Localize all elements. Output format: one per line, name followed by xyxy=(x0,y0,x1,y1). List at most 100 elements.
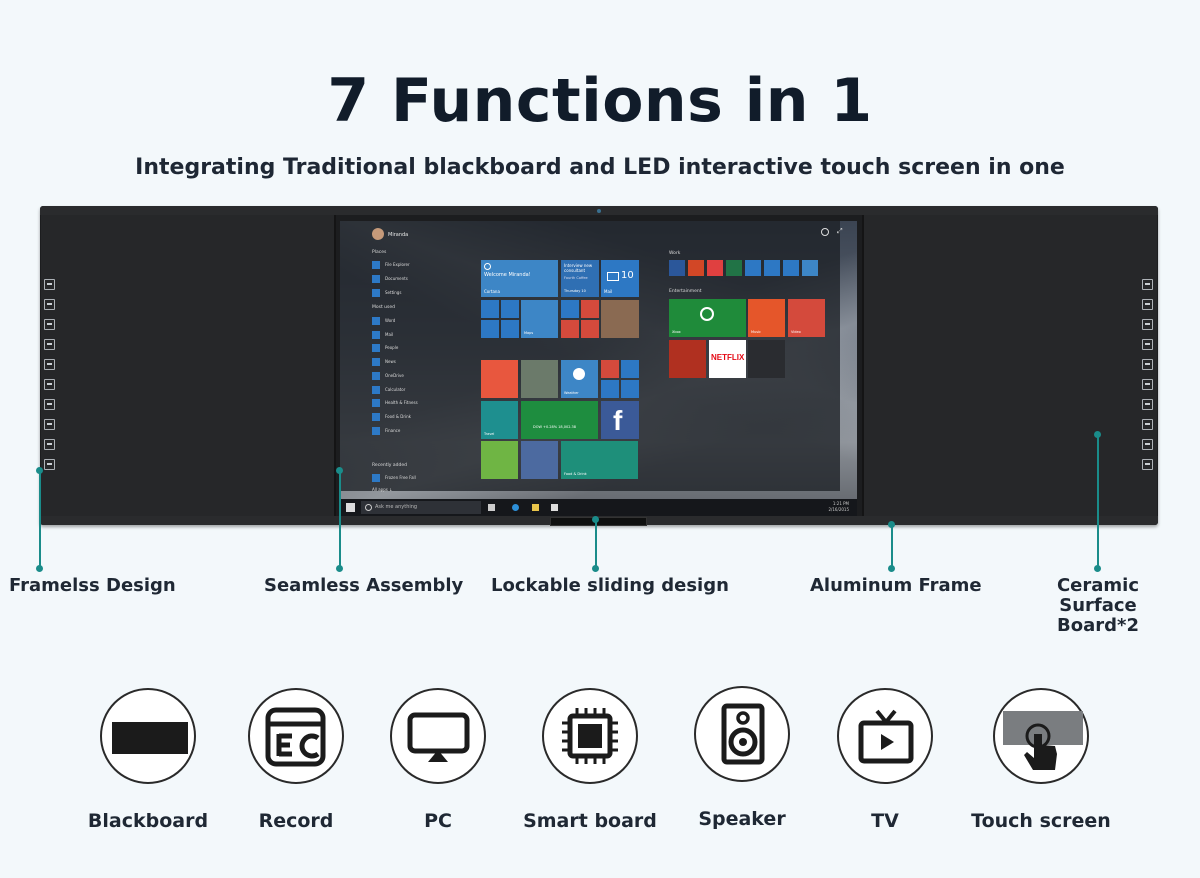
twitter-tile[interactable] xyxy=(501,320,519,338)
news-tile[interactable] xyxy=(601,360,619,378)
list-item[interactable]: Settings xyxy=(372,289,401,297)
tripadvisor-tile[interactable] xyxy=(481,441,518,479)
tile-label: Xbox xyxy=(672,330,681,334)
pause-icon[interactable] xyxy=(1142,419,1153,430)
audio-tile[interactable] xyxy=(748,340,785,378)
photos-tile[interactable] xyxy=(601,300,639,338)
document-icon[interactable] xyxy=(44,339,55,350)
document-icon[interactable] xyxy=(1142,339,1153,350)
flipboard-tile[interactable] xyxy=(581,320,599,338)
work-header: Work xyxy=(669,251,681,256)
people-photos-tile[interactable] xyxy=(521,360,558,398)
pause-icon[interactable] xyxy=(44,419,55,430)
callout-line xyxy=(1097,434,1099,568)
office-tile[interactable] xyxy=(561,320,579,338)
task-view-icon[interactable] xyxy=(488,504,495,511)
messaging-tile[interactable] xyxy=(501,300,519,318)
money-tile[interactable]: DOW +0.28% 18,002.38 xyxy=(521,401,598,439)
user-name[interactable]: Miranda xyxy=(388,232,409,238)
toolbar-icon[interactable] xyxy=(1142,399,1153,410)
windows-start-icon[interactable] xyxy=(346,503,355,512)
calendar-tile[interactable]: Interview new consultant Fourth Coffee T… xyxy=(561,260,599,297)
list-item[interactable]: Health & Fitness xyxy=(372,399,418,407)
pen-icon[interactable] xyxy=(1142,299,1153,310)
cortana-tile[interactable]: Welcome Miranda! Cortana xyxy=(481,260,558,297)
list-item[interactable]: Frozen Free Fall xyxy=(372,474,416,482)
led-touch-screen[interactable]: Miranda Places File Explorer Documents S… xyxy=(340,221,857,516)
pen-icon[interactable] xyxy=(44,299,55,310)
toolbar-icon[interactable] xyxy=(1142,359,1153,370)
travel-tile[interactable]: Travel xyxy=(481,401,518,439)
powerpoint-tile[interactable] xyxy=(688,260,704,276)
skype-tile[interactable] xyxy=(481,320,499,338)
maps-tile[interactable]: Maps xyxy=(521,300,558,338)
store-icon[interactable] xyxy=(551,504,558,511)
music-tile[interactable]: Music xyxy=(748,299,785,337)
pen-icon[interactable] xyxy=(44,319,55,330)
file-explorer-icon[interactable] xyxy=(532,504,539,511)
sway-tile[interactable] xyxy=(745,260,761,276)
list-item[interactable]: Finance xyxy=(372,427,400,435)
recently-added-header: Recently added xyxy=(372,463,407,468)
close-icon[interactable] xyxy=(1142,439,1153,450)
left-ceramic-board xyxy=(41,215,334,516)
callout-line xyxy=(891,524,893,568)
avatar[interactable] xyxy=(372,228,384,240)
camera-tile[interactable] xyxy=(601,380,619,398)
callout-dot xyxy=(888,565,895,572)
all-apps-link[interactable]: All apps ↓ xyxy=(372,487,393,492)
list-item[interactable]: News xyxy=(372,358,396,366)
toolbar-icon[interactable] xyxy=(1142,379,1153,390)
callout-dot xyxy=(1094,565,1101,572)
onedrive-tile[interactable] xyxy=(783,260,799,276)
page-subtitle: Integrating Traditional blackboard and L… xyxy=(135,155,1065,180)
add-tile[interactable] xyxy=(802,260,818,276)
tile-label: Music xyxy=(751,330,761,334)
toolbar-icon[interactable] xyxy=(44,399,55,410)
function-label: Blackboard xyxy=(87,810,209,832)
toolbar-icon[interactable] xyxy=(1142,459,1153,470)
list-item[interactable]: Mail xyxy=(372,331,393,339)
calculator-tile[interactable] xyxy=(764,260,780,276)
toolbar-icon[interactable] xyxy=(1142,279,1153,290)
list-item[interactable]: Food & Drink xyxy=(372,413,411,421)
edge-icon[interactable] xyxy=(512,504,519,511)
health-tile[interactable] xyxy=(481,360,518,398)
list-item[interactable]: File Explorer xyxy=(372,261,410,269)
toolbar-icon[interactable] xyxy=(44,379,55,390)
onenote-tile[interactable] xyxy=(561,300,579,318)
expand-icon[interactable]: ⤢ xyxy=(837,227,843,235)
toolbar-icon[interactable] xyxy=(44,359,55,370)
food-drink-tile[interactable]: Food & Drink xyxy=(561,441,638,479)
weather-tile[interactable]: Weather xyxy=(561,360,598,398)
store-tile[interactable] xyxy=(581,300,599,318)
search-input[interactable]: Ask me anything xyxy=(361,501,481,514)
cars-game-tile[interactable] xyxy=(669,340,706,378)
list-item[interactable]: Word xyxy=(372,317,395,325)
list-item[interactable]: Calculator xyxy=(372,386,405,394)
function-label: Smart board xyxy=(523,810,657,832)
facebook-tile[interactable]: f xyxy=(601,401,639,439)
office-app-tile[interactable] xyxy=(707,260,723,276)
toolbar-icon[interactable] xyxy=(44,279,55,290)
excel-tile[interactable] xyxy=(726,260,742,276)
home-tile[interactable] xyxy=(621,360,639,378)
word-tile[interactable] xyxy=(669,260,685,276)
mail-tile[interactable]: 10 Mail xyxy=(601,260,639,297)
pen-icon[interactable] xyxy=(1142,319,1153,330)
alarm-tile[interactable] xyxy=(621,380,639,398)
list-item[interactable]: Documents xyxy=(372,275,408,283)
function-label: Record xyxy=(258,810,334,832)
list-item[interactable]: People xyxy=(372,344,398,352)
netflix-tile[interactable]: NETFLIX xyxy=(709,340,746,378)
list-item[interactable]: OneDrive xyxy=(372,372,404,380)
frozen-tile[interactable] xyxy=(521,441,558,479)
close-icon[interactable] xyxy=(44,439,55,450)
toolbar-icon[interactable] xyxy=(44,459,55,470)
power-icon[interactable] xyxy=(821,228,829,236)
xbox-tile[interactable]: Xbox xyxy=(669,299,746,337)
video-tile[interactable]: Video xyxy=(788,299,825,337)
tile-label: Thursday 10 xyxy=(564,289,586,293)
people-tile[interactable] xyxy=(481,300,499,318)
